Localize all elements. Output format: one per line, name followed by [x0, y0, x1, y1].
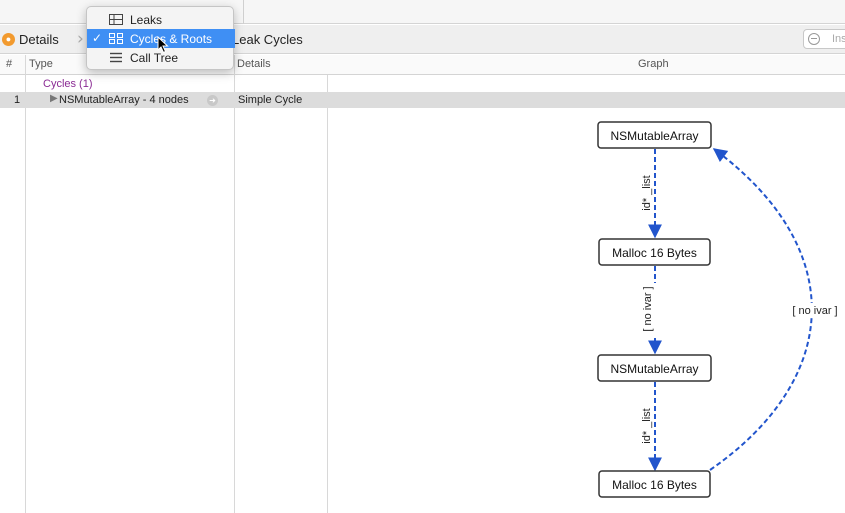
- cycles-group-label: Cycles (1): [43, 78, 93, 90]
- graph-node-label: Malloc 16 Bytes: [612, 478, 697, 492]
- jumpbar-leak-cycles-item[interactable]: Leak Cycles: [232, 32, 303, 47]
- column-header-details[interactable]: Details: [237, 58, 271, 70]
- graph-node[interactable]: Malloc 16 Bytes: [598, 238, 711, 266]
- edge-label: [ no ivar ]: [642, 286, 654, 331]
- row-type: NSMutableArray - 4 nodes: [59, 94, 189, 106]
- graph-node-label: NSMutableArray: [610, 362, 698, 376]
- column-header-type[interactable]: Type: [29, 58, 53, 70]
- graph-node[interactable]: NSMutableArray: [597, 354, 712, 382]
- filter-icon: [808, 33, 820, 45]
- edge-label: [ no ivar ]: [792, 305, 837, 317]
- search-field[interactable]: Ins: [803, 29, 845, 49]
- menu-item-leaks[interactable]: Leaks: [87, 10, 235, 29]
- menu-item-label: Call Tree: [130, 51, 179, 65]
- disclosure-triangle-icon[interactable]: ▶: [50, 93, 58, 104]
- mouse-pointer-icon: [157, 36, 169, 54]
- search-placeholder: Ins: [832, 33, 845, 45]
- menu-item-call-tree[interactable]: Call Tree: [87, 48, 235, 67]
- jumpbar-details-item[interactable]: Details: [19, 32, 59, 47]
- graph-node[interactable]: Malloc 16 Bytes: [598, 470, 711, 498]
- graph-node[interactable]: NSMutableArray: [597, 121, 712, 149]
- checkmark-icon: ✓: [92, 31, 103, 45]
- edge-label-box: [ no ivar ]: [790, 303, 840, 317]
- column-divider: [234, 55, 235, 513]
- graph-node-label: NSMutableArray: [610, 129, 698, 143]
- menu-item-label: Leaks: [130, 13, 163, 27]
- column-divider: [25, 55, 26, 513]
- cycles-icon: [109, 33, 123, 44]
- table-icon: [109, 14, 123, 25]
- edge-label: id* _list: [641, 408, 653, 443]
- chevron-right-icon: ›: [77, 29, 84, 49]
- column-header-number[interactable]: #: [6, 58, 13, 70]
- edge-label: id* _list: [641, 175, 653, 210]
- column-header-graph[interactable]: Graph: [638, 58, 669, 70]
- graph-node-label: Malloc 16 Bytes: [612, 246, 697, 260]
- edge-label-box: [ no ivar ]: [641, 283, 659, 335]
- row-number: 1: [14, 94, 21, 106]
- list-icon: [110, 52, 122, 63]
- column-divider: [327, 75, 328, 513]
- instrument-icon: ●: [2, 33, 15, 46]
- view-mode-menu: Leaks ✓ Cycles & Roots Call Tree: [86, 6, 235, 70]
- menu-item-label: Cycles & Roots: [130, 32, 213, 46]
- focus-arrow-icon[interactable]: ➜: [207, 95, 218, 106]
- toolbar-divider: [243, 0, 244, 24]
- row-details: Simple Cycle: [238, 94, 303, 106]
- menu-item-cycles-roots[interactable]: ✓ Cycles & Roots: [87, 29, 235, 48]
